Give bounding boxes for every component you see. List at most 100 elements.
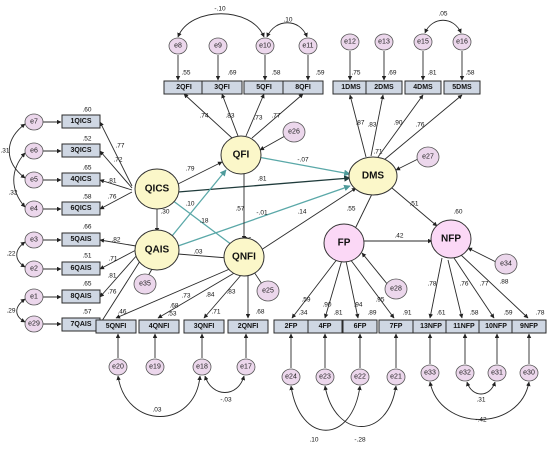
svg-text:13NFP: 13NFP [420, 323, 442, 330]
svg-text:3QNFI: 3QNFI [194, 323, 215, 330]
cov-e3-e2 [16, 241, 26, 268]
svg-text:e30: e30 [523, 370, 535, 377]
indicator-11nfp: 11NFP [445, 319, 483, 334]
error-e29: e29 [24, 315, 44, 333]
cov-label-e33-e30: -.42 [475, 417, 487, 424]
svg-text:e35: e35 [139, 281, 151, 288]
path-qfi-dms [257, 156, 351, 177]
error-e31: e31 [487, 364, 507, 382]
structural-coefficients: .79 .81 .18 .10 -.01 .03 .30 -.07 .57 .1… [160, 149, 462, 256]
svg-text:1DMS: 1DMS [341, 84, 361, 91]
cov-label-e8-e10: -.10 [214, 6, 226, 13]
loading-13nfp: .78 [427, 281, 436, 288]
indicator-2dms: 2DMS [365, 80, 403, 95]
latent-dms: DMS [348, 156, 398, 196]
svg-text:e25: e25 [262, 288, 274, 295]
svg-text:e2: e2 [30, 266, 38, 273]
error-e24: e24 [281, 368, 301, 386]
error-e10: e10 [255, 37, 275, 55]
svg-text:6QAIS: 6QAIS [70, 265, 91, 272]
cov-label-e18-e17: -.03 [220, 397, 232, 404]
r2-3qfi: .69 [227, 70, 236, 77]
r2-7fp: .91 [402, 310, 411, 317]
loading-line [323, 259, 343, 319]
coef-qais-dms: -.01 [256, 210, 268, 217]
loading-line [99, 253, 139, 298]
r2-nfp: .60 [453, 209, 462, 216]
cov-label-e24-e22: .10 [309, 437, 318, 444]
error-e3: e3 [24, 231, 44, 249]
svg-text:e16: e16 [456, 39, 468, 46]
r2-1qics: .60 [82, 107, 91, 114]
indicator-6qics: 6QICS [61, 201, 101, 216]
cov-label-e23-e21: -.28 [354, 437, 366, 444]
loading-5qnfi: .68 [169, 303, 178, 310]
loading-3qics: .72 [113, 157, 122, 164]
r2-6qais: .51 [82, 253, 91, 260]
svg-text:e8: e8 [174, 43, 182, 50]
latent-fp: FP [323, 223, 365, 263]
coef-qfi-dms: -.07 [297, 157, 309, 164]
indicator-10nfp: 10NFP [478, 319, 514, 334]
coef-dms-fp: .55 [346, 206, 355, 213]
svg-text:9NFP: 9NFP [520, 323, 538, 330]
structural-errors: e26 e27 e25 e28 e34 e35 [133, 121, 518, 302]
loading-line [428, 257, 443, 319]
indicator-2qfi: 2QFI [163, 80, 205, 95]
error-e17: e17 [236, 358, 256, 376]
svg-text:e27: e27 [422, 154, 434, 161]
indicator-6fp: 6FP [342, 319, 378, 334]
error-e20: e20 [108, 358, 128, 376]
error-e2: e2 [24, 260, 44, 278]
svg-text:e12: e12 [344, 39, 356, 46]
latent-qics: QICS [134, 168, 180, 210]
svg-text:e31: e31 [491, 370, 503, 377]
loading-7qais: .76 [107, 289, 116, 296]
svg-text:e23: e23 [319, 374, 331, 381]
svg-text:e7: e7 [30, 119, 38, 126]
r2-6qics: .58 [82, 194, 91, 201]
indicator-5dms: 5DMS [443, 80, 481, 95]
svg-text:6FP: 6FP [354, 323, 367, 330]
svg-text:4DMS: 4DMS [413, 84, 433, 91]
error-e16: e16 [452, 33, 472, 51]
cov-label-e10-e11: .10 [283, 17, 292, 24]
loading-line [370, 94, 385, 157]
cov-e32-e31 [466, 381, 496, 395]
loading-7fp: .95 [375, 297, 384, 304]
loading-5dms: .76 [415, 122, 424, 129]
svg-text:QFI: QFI [233, 150, 250, 161]
r2-6fp: .89 [367, 310, 376, 317]
path-qics-qfi [177, 161, 223, 185]
svg-text:e28: e28 [390, 286, 402, 293]
indicator-3qfi: 3QFI [201, 80, 243, 95]
svg-text:FP: FP [338, 238, 351, 249]
error-e9: e9 [208, 37, 228, 55]
r2-4fp: .81 [333, 310, 342, 317]
svg-text:5QNFI: 5QNFI [106, 323, 127, 330]
svg-text:e13: e13 [378, 39, 390, 46]
svg-text:e18: e18 [196, 364, 208, 371]
indicator-6qais: 6QAIS [61, 261, 101, 276]
r2-8qais: .65 [82, 281, 91, 288]
qfi-measurement: .74 .83 .73 .77 2QFI 3QFI 5QFI 8QFI .55 … [163, 6, 325, 139]
coef-qics-qais: .30 [160, 209, 169, 216]
svg-text:e32: e32 [459, 370, 471, 377]
svg-text:5DMS: 5DMS [452, 84, 472, 91]
loading-line [291, 257, 339, 319]
error-e21: e21 [386, 368, 406, 386]
latent-variables: QICS QAIS QFI QNFI DMS FP NFP [134, 135, 472, 277]
indicator-1qics: 1QICS [61, 114, 101, 129]
loading-line [203, 273, 243, 319]
err-arrow-e28 [361, 252, 389, 286]
loading-line [348, 94, 367, 158]
loading-line [383, 94, 463, 161]
svg-text:e26: e26 [288, 129, 300, 136]
cov-e10-e11 [266, 22, 308, 38]
r2-10nfp: .59 [503, 310, 512, 317]
indicator-4qics: 4QICS [61, 172, 101, 187]
coef-qais-qnfi: .03 [193, 249, 202, 256]
r2-4dms: .81 [427, 70, 436, 77]
cov-label-e20-e18: .03 [152, 407, 161, 414]
r2-8qfi: .59 [315, 70, 324, 77]
